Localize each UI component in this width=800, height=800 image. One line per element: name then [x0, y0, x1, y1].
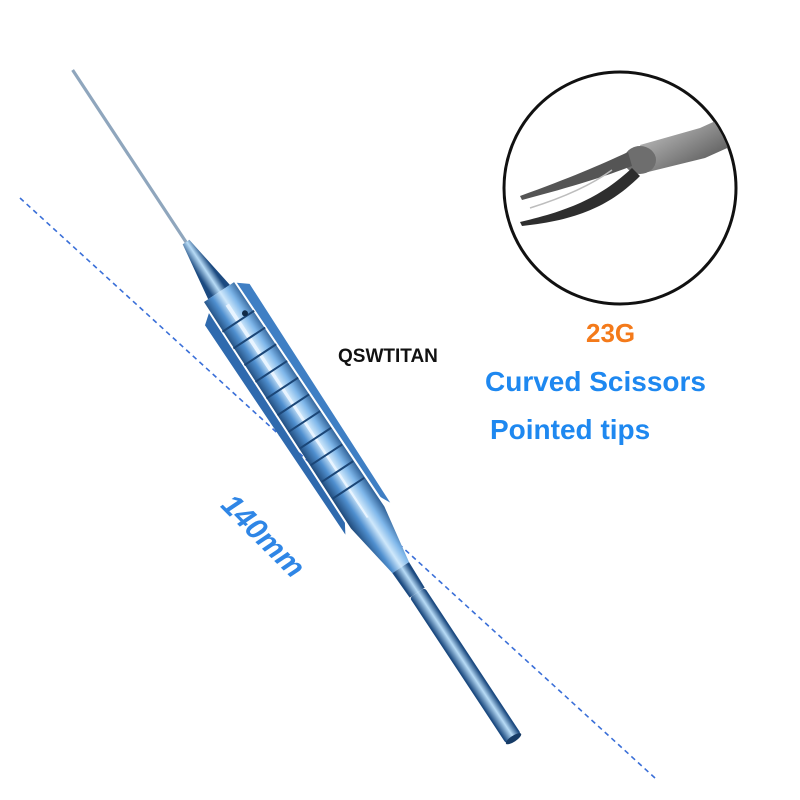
brand-label: QSWTITAN: [338, 346, 438, 367]
instrument-handle-body: [204, 282, 410, 574]
description-line-2: Pointed tips: [490, 414, 651, 445]
instrument-spring-blade-lower: [204, 313, 346, 535]
instrument-spring-blade-upper: [236, 282, 391, 503]
gauge-label: 23G: [586, 318, 636, 348]
instrument-tail-cap: [505, 733, 522, 745]
instrument-neck: [392, 562, 425, 598]
instrument-shaft: [71, 69, 190, 247]
instrument-tail: [410, 588, 520, 743]
tip-closeup-inset: [502, 70, 738, 306]
instrument-nose-cone: [182, 239, 230, 300]
microsurgical-scissors-instrument: [71, 69, 522, 745]
instrument-slot: [225, 303, 369, 519]
closeup-blade-lower: [520, 168, 640, 226]
closeup-blade-upper: [520, 152, 632, 200]
instrument-pin: [241, 310, 248, 317]
description-line-1: Curved Scissors: [485, 366, 706, 397]
instrument-grip-ribs: [221, 310, 365, 500]
